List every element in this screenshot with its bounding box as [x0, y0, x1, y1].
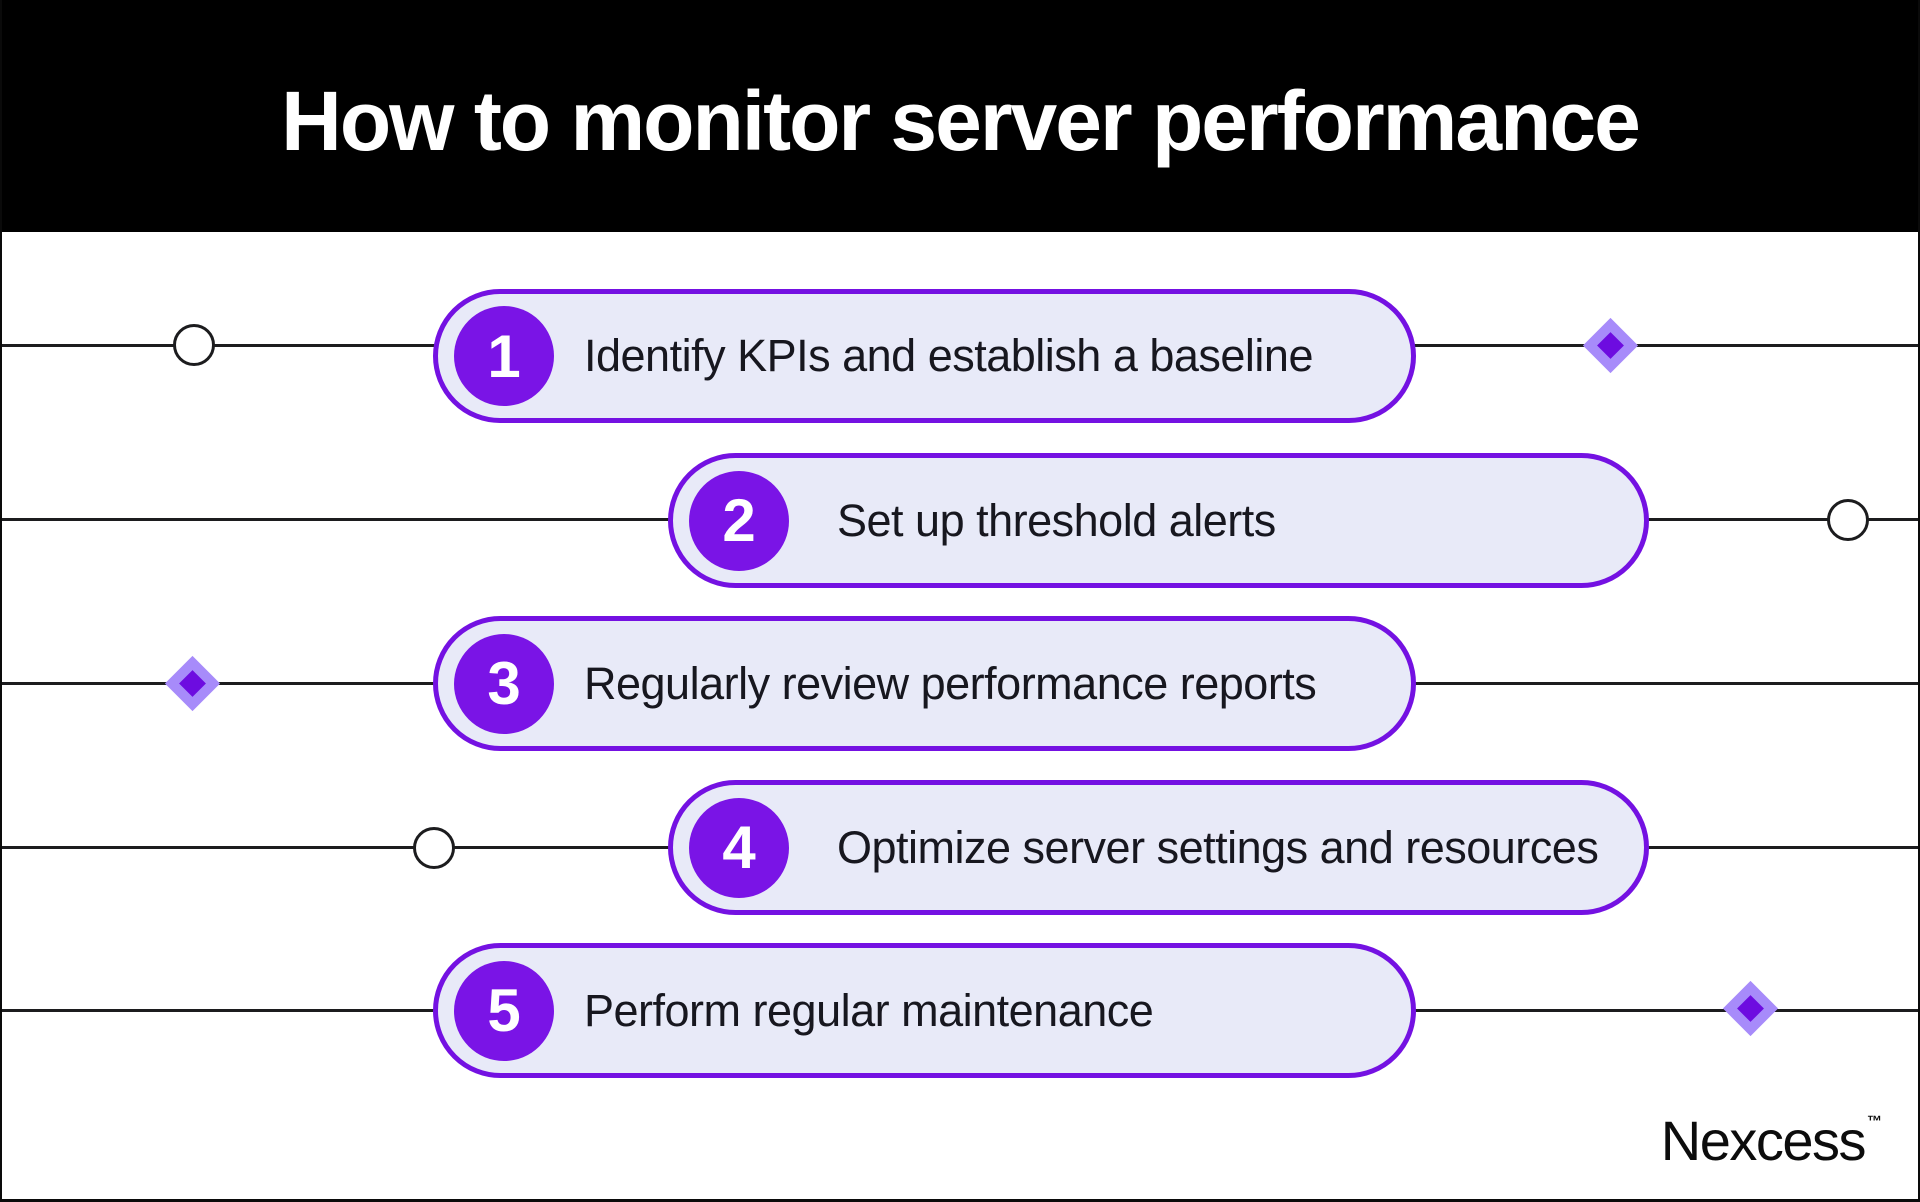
- diamond-inner: [179, 670, 206, 697]
- step-5-pill: 5 Perform regular maintenance: [433, 943, 1416, 1078]
- diamond-marker-row3-left: [164, 655, 221, 712]
- step-1-pill: 1 Identify KPIs and establish a baseline: [433, 289, 1416, 423]
- step-4-pill: 4 Optimize server settings and resources: [668, 780, 1649, 915]
- circle-marker-row2-right: [1827, 499, 1869, 541]
- step-2-number-badge: 2: [689, 470, 789, 571]
- diamond-inner: [1737, 995, 1764, 1022]
- diamond-marker-row5-right: [1722, 980, 1779, 1037]
- diamond-inner: [1597, 332, 1624, 359]
- step-1-label: Identify KPIs and establish a baseline: [584, 330, 1313, 381]
- step-2-pill: 2 Set up threshold alerts: [668, 453, 1649, 588]
- step-4-label: Optimize server settings and resources: [837, 821, 1599, 873]
- diamond-marker-row1-right: [1582, 317, 1639, 374]
- step-3-number-badge: 3: [454, 633, 554, 734]
- trademark-symbol: ™: [1867, 1113, 1882, 1131]
- step-2-label: Set up threshold alerts: [837, 494, 1276, 546]
- step-1-number-badge: 1: [454, 306, 554, 406]
- step-5-label: Perform regular maintenance: [584, 984, 1154, 1036]
- circle-marker-row1-left: [173, 324, 215, 366]
- circle-marker-row4-left: [413, 827, 455, 869]
- step-5-number-badge: 5: [454, 960, 554, 1061]
- step-3-pill: 3 Regularly review performance reports: [433, 616, 1416, 751]
- header: How to monitor server performance: [2, 0, 1918, 232]
- page-title: How to monitor server performance: [281, 73, 1641, 168]
- nexcess-logo-text: Nexcess: [1660, 1109, 1867, 1172]
- step-4-number-badge: 4: [689, 797, 789, 898]
- step-3-label: Regularly review performance reports: [584, 657, 1317, 709]
